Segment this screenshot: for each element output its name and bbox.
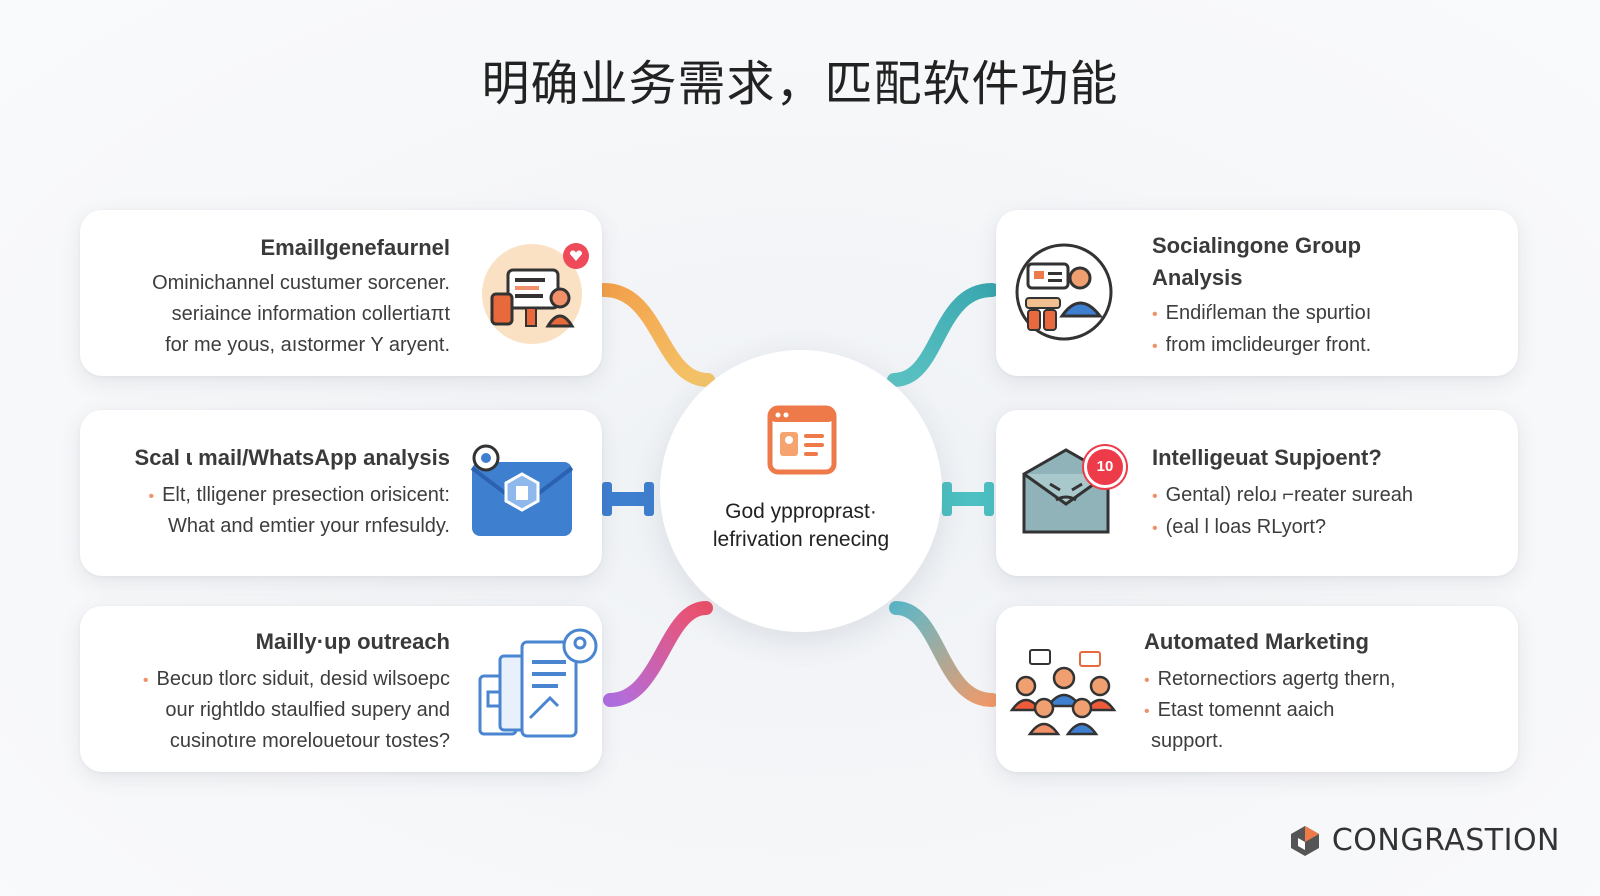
connector-top-left xyxy=(597,283,715,387)
connector-top-right xyxy=(887,283,999,387)
card-line-text: Endiŕleman the spurtioı xyxy=(1165,302,1372,324)
card-line: for me yous, aıstormer Y aryent. xyxy=(165,334,450,356)
card-intelligent-support: Intelligeuat Supjoent? • Gental) reloɹ ⌐r… xyxy=(996,410,1518,576)
bullet-dot-icon: • xyxy=(1152,306,1158,323)
card-line-text: from imclideurger front. xyxy=(1165,334,1372,356)
card-whatsapp-analysis: Scal ɩ mail/WhatsApp analysis • Elt, tlli… xyxy=(80,410,602,576)
brand-name: CONGRASTION xyxy=(1331,823,1560,858)
card-line-text: Retornectiors agertg thern, xyxy=(1157,668,1396,690)
card-mailly-outreach: Mailly·up outreach • Becuɒ tlorc siduit, … xyxy=(80,606,602,772)
bullet-dot-icon: • xyxy=(1152,520,1158,537)
card-title: Mailly·up outreach xyxy=(255,629,450,654)
connector-middle-right xyxy=(942,482,994,516)
connector-middle-left xyxy=(602,482,654,516)
card-title: Scal ɩ mail/WhatsApp analysis xyxy=(134,445,450,470)
card-title: Automated Marketing xyxy=(1144,629,1369,654)
brand: CONGRASTION xyxy=(1288,823,1560,858)
social-group-icon xyxy=(1012,240,1116,344)
people-group-icon xyxy=(1004,646,1124,740)
card-line: • Gental) reloɹ ⌐reater sureah xyxy=(1152,480,1413,512)
card-line: support. xyxy=(1151,730,1224,752)
card-email-funnel: Emaillgenefaurnel Ominichannel custumer … xyxy=(80,210,602,376)
card-line: seriaince information collertiaπt xyxy=(171,303,450,325)
card-line-text: Etast tomennt aaich xyxy=(1157,699,1335,721)
card-title: Emaillgenefaurnel xyxy=(260,235,450,260)
card-line: • Becuɒ tlorc siduit, desid wilsoepc xyxy=(143,664,450,696)
bullet-dot-icon: • xyxy=(1144,672,1150,689)
bullet-dot-icon: • xyxy=(148,488,155,505)
card-title-line-2: Analysis xyxy=(1152,265,1243,290)
bullet-dot-icon: • xyxy=(1144,703,1150,720)
bullet-dot-icon: • xyxy=(1152,488,1158,505)
card-line-text: (eal l loas RLyort? xyxy=(1165,516,1327,538)
card-line: our rightldo staulfied supery and xyxy=(165,699,450,721)
card-line: • Etast tomennt aaich xyxy=(1144,695,1334,727)
card-title: Socialingone Group xyxy=(1152,233,1362,258)
card-line: • (eal l loas RLyort? xyxy=(1152,512,1326,544)
card-line: • from imclideurger front. xyxy=(1152,330,1371,362)
card-line: cusinotıre morelouetour tostes? xyxy=(169,730,450,752)
documents-icon xyxy=(476,626,602,742)
card-line: • Endiŕleman the spurtioı xyxy=(1152,298,1371,330)
card-line: Ominichannel custumer sorcener. xyxy=(152,272,450,294)
card-line-text: Elt, tlligener presection orisicent: xyxy=(162,484,450,506)
page-title: 明确业务需求，匹配软件功能 xyxy=(481,56,1119,112)
card-social-group-analysis: Socialingone Group Analysis • Endiŕleman … xyxy=(996,210,1518,376)
brand-logo-icon xyxy=(1288,824,1322,858)
card-line-text: Becuɒ tlorc siduit, desid wilsoepc xyxy=(156,668,450,690)
card-title: Intelligeuat Supjoent? xyxy=(1152,445,1382,470)
notification-badge: 10 xyxy=(1084,446,1126,488)
card-line-text: Gental) reloɹ ⌐reater sureah xyxy=(1165,484,1413,506)
customer-service-desk-icon xyxy=(482,240,592,350)
card-automated-marketing: Automated Marketing • Retornectiors agert… xyxy=(996,606,1518,772)
card-line: • Elt, tlligener presection orisicent: xyxy=(148,480,450,512)
hub-label-line-2: lefrivation renecing xyxy=(712,528,890,551)
envelope-analysis-icon xyxy=(466,444,578,544)
card-line: • Retornectiors agertg thern, xyxy=(1144,664,1396,696)
hub-label-line-1: God ypproprast· xyxy=(725,500,877,523)
connector-bottom-left xyxy=(603,601,713,707)
bullet-dot-icon: • xyxy=(1152,338,1158,355)
connector-bottom-right xyxy=(889,601,999,707)
profile-card-icon xyxy=(764,402,840,478)
card-line: What and emtier your rnfesuldy. xyxy=(168,515,450,537)
central-hub: God ypproprast· lefrivation renecing xyxy=(660,350,942,632)
bullet-dot-icon: • xyxy=(142,672,149,689)
